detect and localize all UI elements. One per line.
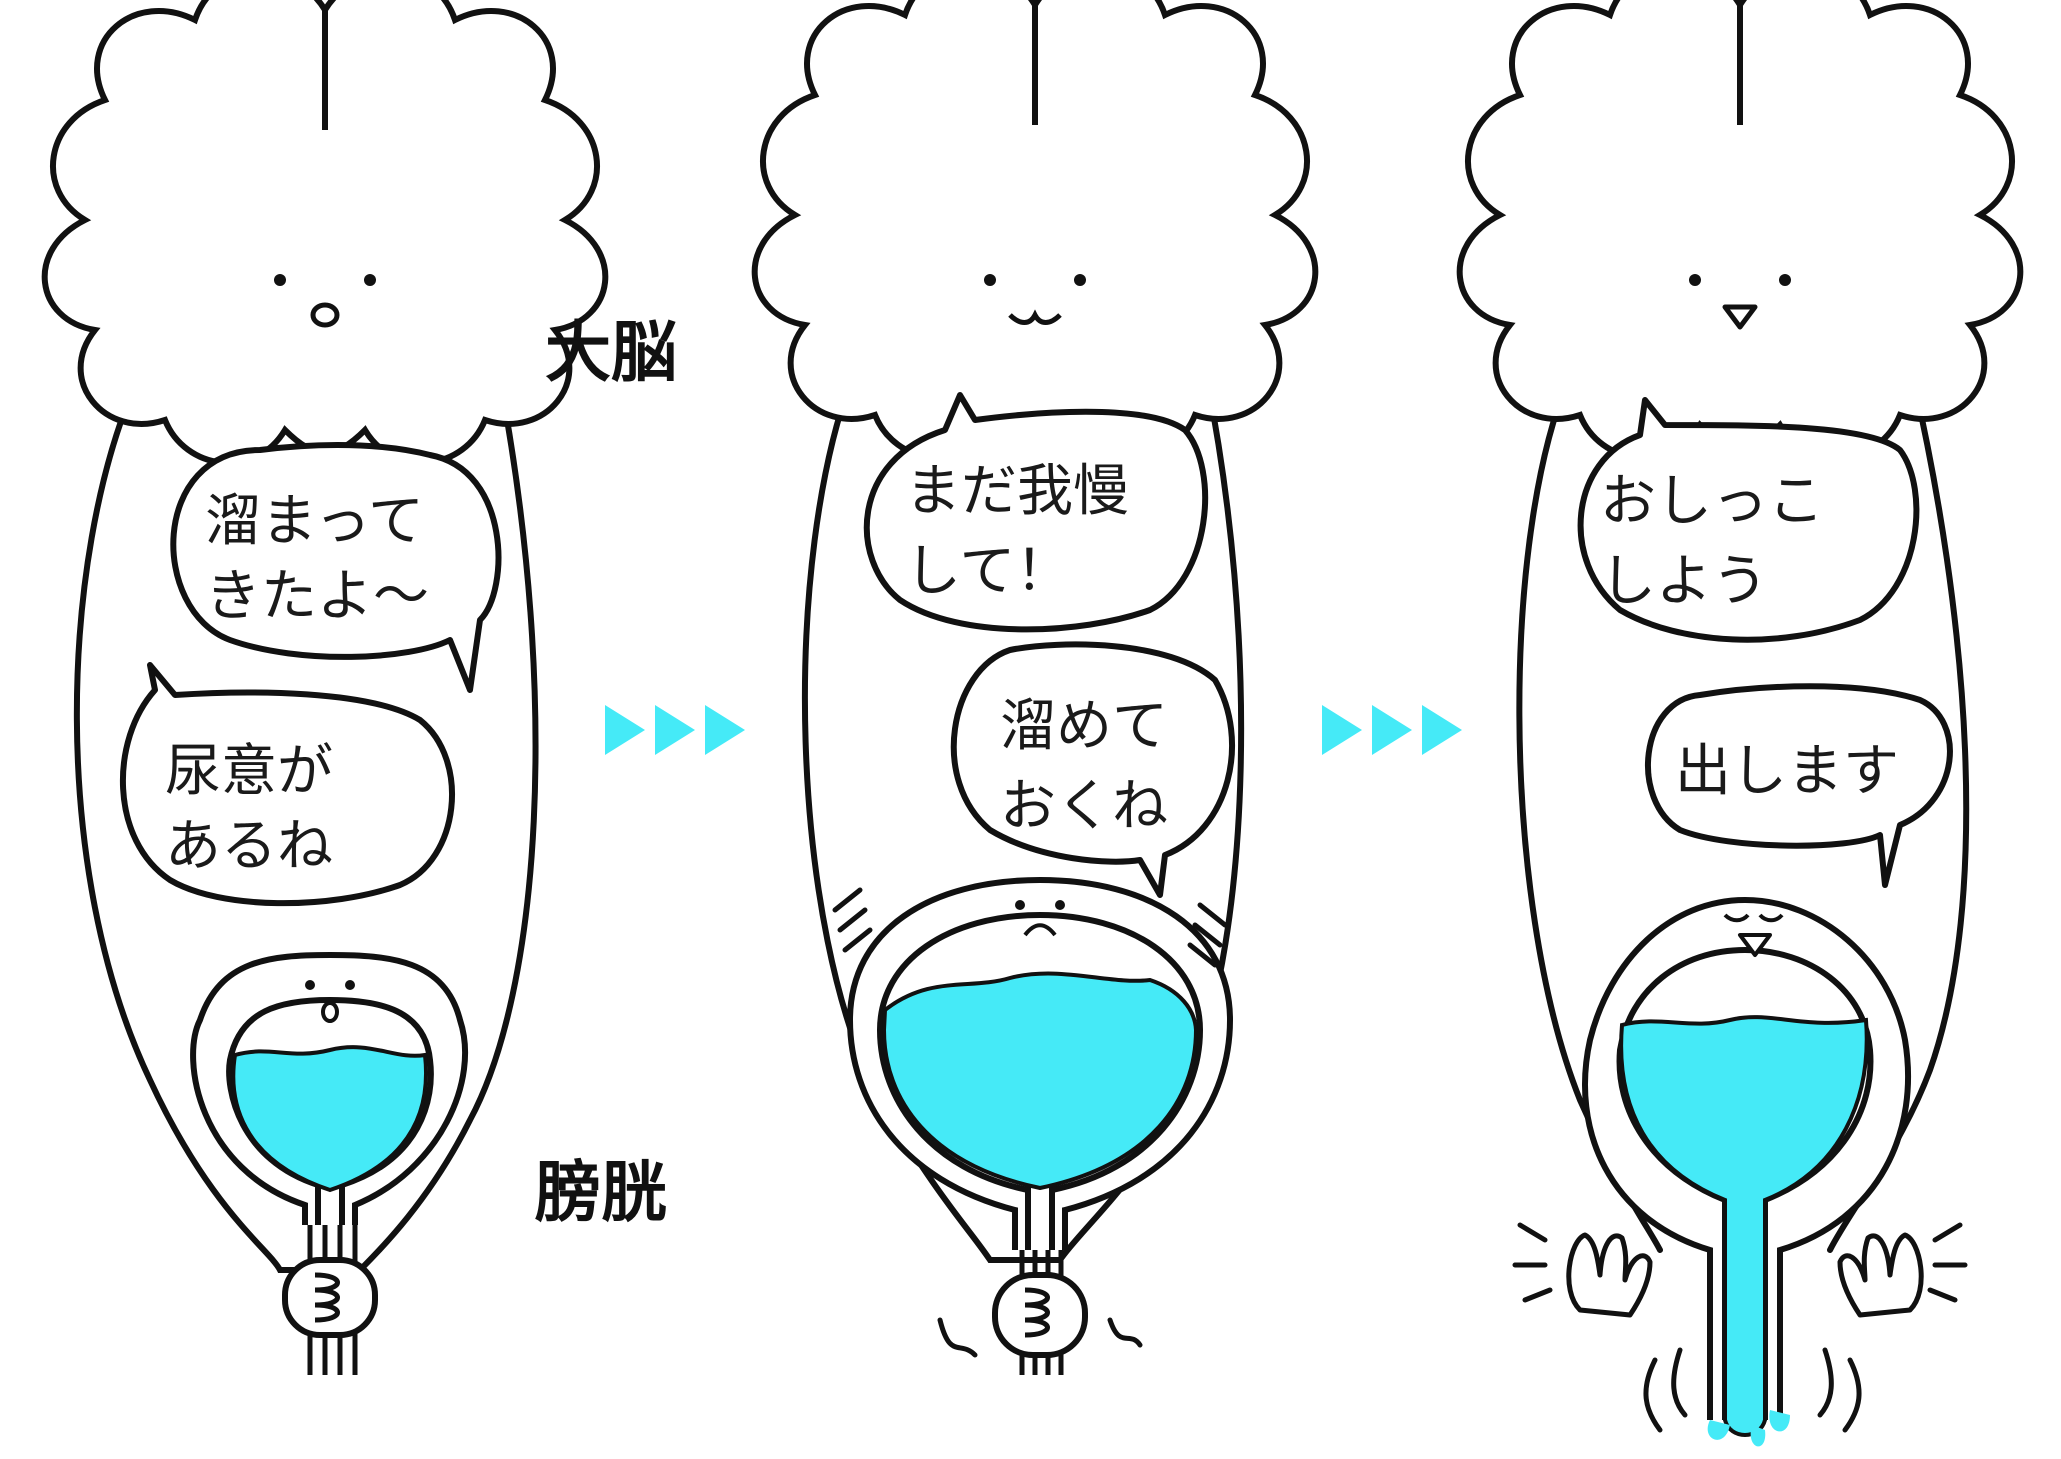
brain-bubble-line-1: まだ我慢 xyxy=(905,459,1129,524)
brain-mouth-beak xyxy=(1722,304,1758,330)
brain-3 xyxy=(1460,0,2021,458)
brain-bubble-line-1: 溜まって xyxy=(205,489,424,554)
brain-2 xyxy=(755,0,1316,458)
bladder-speech-bubble-2: 溜めて おくね xyxy=(950,641,1236,898)
brain-eye-left xyxy=(274,274,286,286)
brain-bubble-line-2: きたよ〜 xyxy=(205,564,429,629)
urine-drops xyxy=(1707,1410,1790,1447)
triple-play-arrow-icon xyxy=(605,705,745,755)
urine-fill xyxy=(1619,1015,1869,1437)
bladder-bubble-line-1: 溜めて xyxy=(1000,694,1168,759)
brain-bubble-line-1: おしっこ xyxy=(1600,469,1824,534)
triple-play-arrow-icon xyxy=(1322,705,1462,755)
bladder-speech-bubble-3: 出します xyxy=(1645,683,1953,888)
brain-bubble-line-2: しよう xyxy=(1600,549,1768,614)
brain-1 xyxy=(45,0,606,463)
bladder-1 xyxy=(190,951,469,1375)
bladder-mouth-frown xyxy=(1023,923,1057,937)
panel-3: おしっこ しよう 出します xyxy=(1460,0,2021,1447)
bladder-label: 膀胱 xyxy=(535,1154,667,1231)
bladder-bubble-line-1: 出します xyxy=(1675,739,1899,804)
sphincter-muscle xyxy=(282,1257,378,1338)
brain-label: 大脳 xyxy=(545,314,677,391)
panel-2: まだ我慢 して！ 溜めて おくね xyxy=(755,0,1316,1375)
bladder-bubble-line-1: 尿意が xyxy=(165,739,333,804)
brain-mouth-surprised xyxy=(310,302,340,328)
motion-marks xyxy=(1512,1222,1968,1433)
brain-speech-bubble-1: 溜まって きたよ〜 xyxy=(170,442,502,693)
bladder-bubble-line-2: おくね xyxy=(1000,774,1168,839)
panel-1: 大脳 溜まって きたよ〜 尿意が あるね 膀胱 xyxy=(45,0,677,1375)
open-hand-left xyxy=(1566,1232,1653,1318)
bladder-2 xyxy=(832,876,1234,1375)
bladder-mouth-beak xyxy=(1738,933,1772,957)
brain-bubble-line-2: して！ xyxy=(905,539,1071,604)
brain-speech-bubble-3: おしっこ しよう xyxy=(1577,397,1920,643)
sphincter-muscle xyxy=(992,1272,1088,1358)
bladder-3 xyxy=(1512,896,1968,1447)
urine-fill xyxy=(231,1045,429,1193)
strain-marks xyxy=(832,887,1228,1358)
brain-mouth-wavy xyxy=(1008,309,1062,325)
open-hand-right xyxy=(1837,1232,1924,1318)
urine-fill xyxy=(881,971,1199,1191)
body-outline xyxy=(73,377,539,1273)
brain-speech-bubble-2: まだ我慢 して！ xyxy=(863,392,1209,633)
brain-eye-right xyxy=(364,274,376,286)
bladder-speech-bubble-1: 尿意が あるね xyxy=(120,662,456,907)
bladder-bubble-line-2: あるね xyxy=(165,814,333,879)
